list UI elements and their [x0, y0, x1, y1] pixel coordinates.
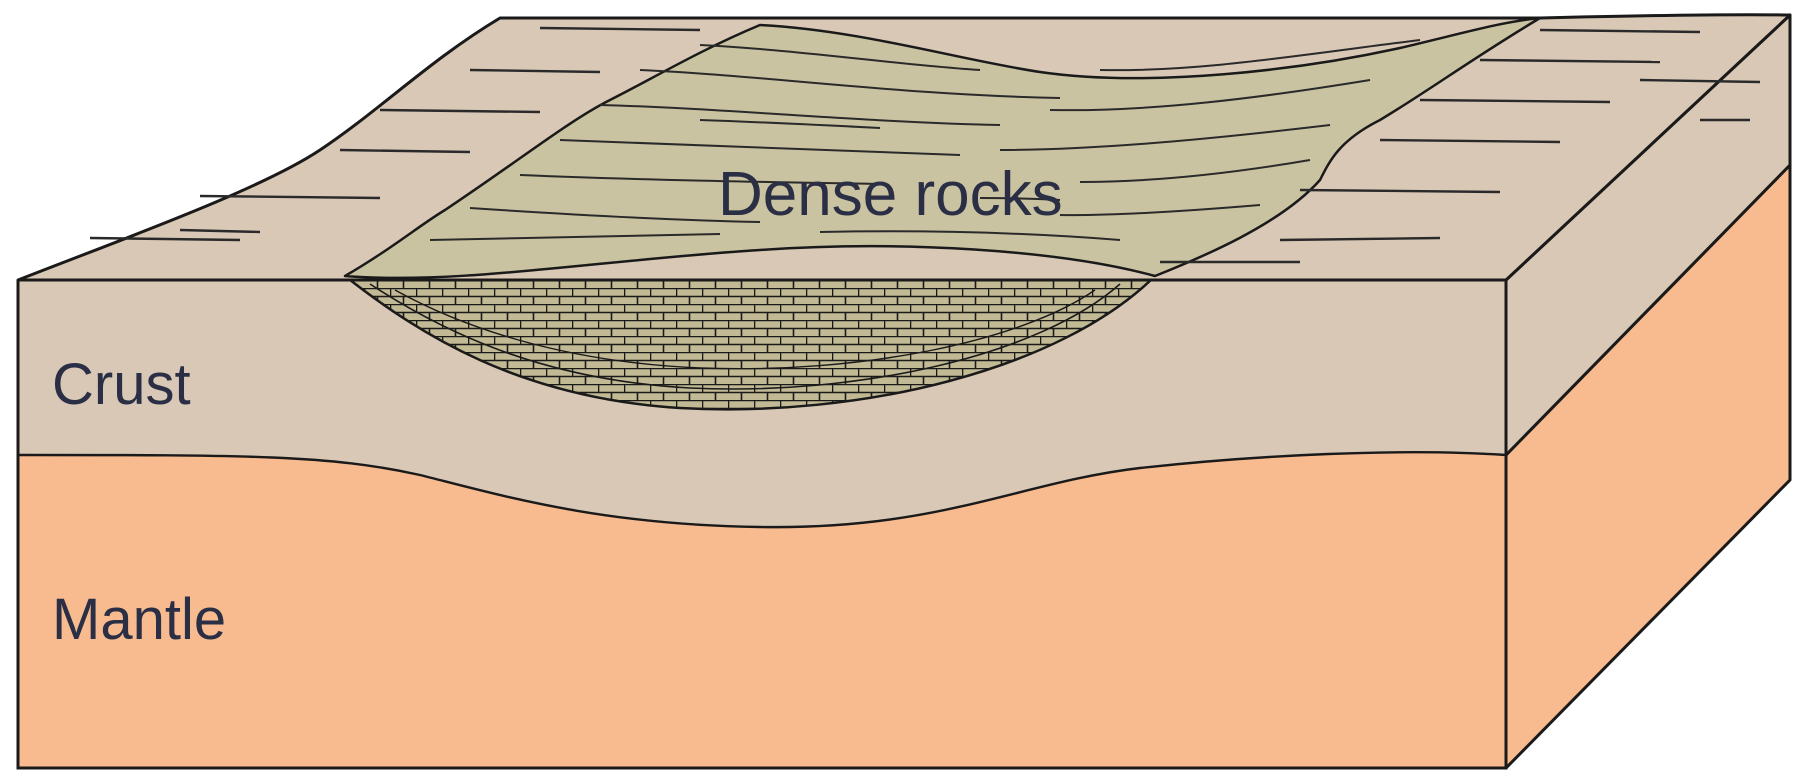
crust-label: Crust	[52, 352, 191, 417]
dense-rocks-label: Dense rocks	[718, 160, 1063, 229]
mantle-label: Mantle	[52, 587, 226, 652]
